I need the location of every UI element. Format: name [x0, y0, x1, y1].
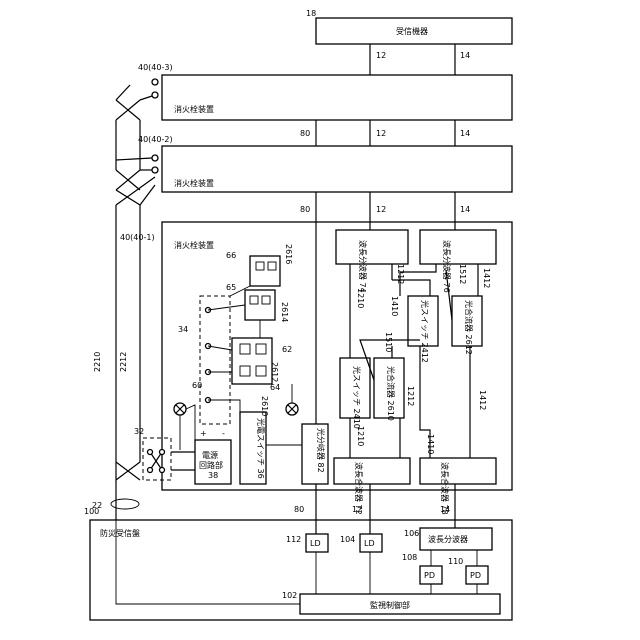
cable-to-40-2-b [116, 158, 152, 160]
cable-bundle-ellipse [111, 499, 139, 509]
ref-1210-a: 1210 [356, 288, 365, 308]
wdm-78-label: 波長合波器 78 [440, 462, 450, 515]
ref-66: 66 [226, 251, 236, 260]
ref-2212: 2212 [119, 352, 128, 372]
ref-12-top: 12 [376, 51, 386, 60]
terminal-32-c [148, 468, 153, 473]
ref-34: 34 [178, 325, 188, 334]
ref-2210: 2210 [93, 352, 102, 372]
ref-65: 65 [226, 283, 236, 292]
terminal-40-3-a [152, 92, 158, 98]
ref-1510: 1510 [384, 332, 393, 352]
ref-110: 110 [448, 557, 463, 566]
ref-1212-b: 1212 [406, 386, 415, 406]
ref-18: 18 [306, 9, 316, 18]
terminal-40-2-b [152, 155, 158, 161]
ref-2610: 2610 [260, 396, 269, 416]
ref-12-inner: 12 [376, 205, 386, 214]
ref-1410-b: 1410 [426, 434, 435, 454]
cable-twist-a [116, 170, 140, 190]
receiver-device-18-label: 受信機器 [396, 26, 428, 36]
ref-32: 32 [134, 427, 144, 436]
ref-2614: 2614 [280, 302, 289, 322]
ref-40-2: 40(40-2) [138, 135, 173, 144]
ref-1412-b: 1412 [478, 390, 487, 410]
ref-2612: 2612 [270, 362, 279, 382]
switch-2616-box [250, 256, 280, 286]
terminal-32-a [148, 450, 153, 455]
wdm-72-label: 波長合波器 72 [354, 462, 364, 515]
power-minus: - [222, 429, 225, 438]
pd-108-label: PD [424, 571, 435, 580]
wdm-78-box [420, 458, 496, 484]
wdm-74-label: 波長分波器 74 [358, 240, 368, 293]
ref-40-3: 40(40-3) [138, 63, 173, 72]
wdm-106-label: 波長分波器 [428, 534, 468, 544]
terminal-40-3-b [152, 79, 158, 85]
optical-switch-2412-label: 光スイッチ 2412 [420, 300, 430, 363]
hydrant-40-3-label: 消火栓装置 [174, 104, 214, 114]
switch-2614-box [245, 290, 275, 320]
ref-12-mid: 12 [376, 129, 386, 138]
ref-1412-a: 1412 [482, 268, 491, 288]
ref-1212-a: 1212 [396, 264, 405, 284]
ref-1410-a: 1410 [390, 296, 399, 316]
ref-14-inner: 14 [460, 205, 470, 214]
terminal-32-cross [150, 452, 162, 470]
ref-2616: 2616 [284, 244, 293, 264]
ref-80-top: 80 [300, 129, 310, 138]
hydrant-40-3-box [162, 75, 512, 120]
hydrant-40-2-box [162, 146, 512, 192]
ref-106: 106 [404, 529, 419, 538]
ref-14-mid: 14 [460, 129, 470, 138]
wdm-72-box [334, 458, 410, 484]
cable-cross-40-1 [116, 177, 155, 205]
ref-1512: 1512 [458, 264, 467, 284]
ld-112-label: LD [310, 539, 321, 548]
wdm-76-box [420, 230, 496, 264]
receiver-panel-100-label: 防災受信盤 [100, 528, 140, 538]
photo-switch-36-label: 光電スイッチ 36 [256, 418, 266, 479]
ref-40-1: 40(40-1) [120, 233, 155, 242]
pd-110-label: PD [470, 571, 481, 580]
ref-1210-b: 1210 [356, 426, 365, 446]
terminal-32-d [160, 468, 165, 473]
ref-22: 22 [92, 501, 102, 510]
terminal-32-b [160, 450, 165, 455]
ref-102: 102 [282, 591, 297, 600]
ref-60: 60 [192, 381, 202, 390]
control-102-label: 監視制御部 [370, 600, 410, 610]
wdm-74-box [336, 230, 408, 264]
ref-14-top: 14 [460, 51, 470, 60]
optical-switch-2410-label: 光スイッチ 2410 [352, 366, 362, 429]
terminal-40-2-a [152, 167, 158, 173]
optical-combiner-2612-label: 光合流器 2612 [464, 300, 474, 355]
power-plus: + [200, 429, 207, 438]
cable-to-40-3-b [116, 85, 130, 100]
hydrant-40-2-label: 消火栓装置 [174, 178, 214, 188]
ref-104: 104 [340, 535, 355, 544]
ref-80-bot: 80 [294, 505, 304, 514]
wdm-76-label: 波長分波器 76 [442, 240, 452, 293]
ref-112: 112 [286, 535, 301, 544]
ref-108: 108 [402, 553, 417, 562]
ref-62: 62 [282, 345, 292, 354]
hydrant-40-1-label: 消火栓装置 [174, 240, 214, 250]
ld-104-label: LD [364, 539, 375, 548]
optical-splitter-82-label: 光分岐器 82 [316, 428, 326, 473]
cable-twist-b [116, 100, 140, 120]
optical-combiner-2610-label: 光合流器 2610 [386, 366, 396, 421]
ref-80-mid: 80 [300, 205, 310, 214]
cable-twist-bottom [116, 462, 140, 480]
